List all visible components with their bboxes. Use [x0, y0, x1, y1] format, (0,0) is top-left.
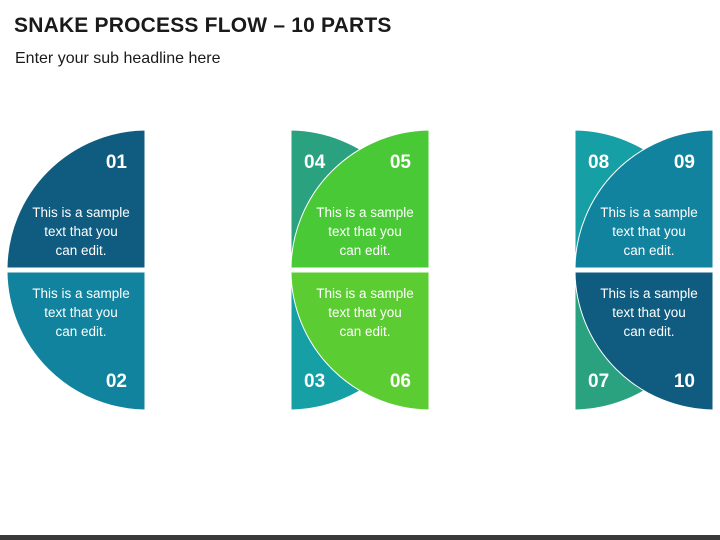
segment-02: [6, 271, 146, 411]
segment-10: [574, 271, 714, 411]
segment-number-06: 06: [390, 371, 411, 392]
page-title: SNAKE PROCESS FLOW – 10 PARTS: [14, 14, 392, 37]
segment-number-05: 05: [390, 152, 412, 173]
segment-number-01: 01: [106, 152, 128, 173]
segment-09: [574, 129, 714, 269]
segment-05: [290, 129, 430, 269]
segment-number-07: 07: [588, 371, 609, 392]
segment-number-03: 03: [304, 371, 325, 392]
segment-number-10: 10: [674, 371, 695, 392]
bottom-bar: [0, 535, 720, 540]
page-subtitle: Enter your sub headline here: [15, 50, 221, 67]
segment-number-08: 08: [588, 152, 609, 173]
segment-number-09: 09: [674, 152, 695, 173]
segment-number-04: 04: [304, 152, 326, 173]
segment-01: [6, 129, 146, 269]
segment-number-02: 02: [106, 371, 127, 392]
segment-06: [290, 271, 430, 411]
